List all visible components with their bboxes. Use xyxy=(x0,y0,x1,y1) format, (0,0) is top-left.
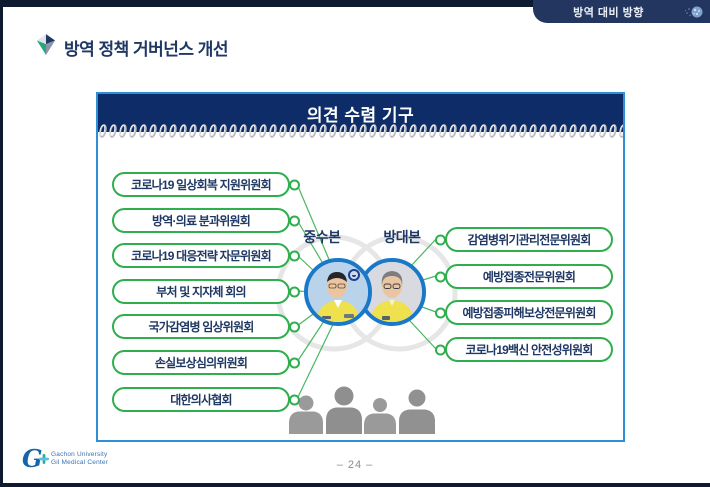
opinion-board: 의견 수렴 기구 코로나19 일상회복 지원위원회 방역·의료 분과위원회 코로… xyxy=(96,92,625,442)
committee-pill: 손실보상심의위원회 xyxy=(112,350,300,375)
committee-pill: 감염병위기관리전문위원회 xyxy=(435,227,613,252)
committee-pill: 예방접종전문위원회 xyxy=(435,264,613,289)
committee-pill: 국가감염병 임상위원회 xyxy=(112,314,300,339)
connector-dot xyxy=(435,344,446,355)
committee-label: 코로나19 대응전략 자문위원회 xyxy=(131,249,272,263)
frame-top-bar xyxy=(0,0,710,7)
committee-pill: 코로나19 대응전략 자문위원회 xyxy=(112,243,300,268)
frame-left-bar xyxy=(0,0,3,487)
connector-dot xyxy=(435,307,446,318)
page-title: 방역 정책 거버넌스 개선 xyxy=(64,40,229,59)
connector-dot xyxy=(289,321,300,332)
connector-dot xyxy=(289,394,300,405)
org-logo: G Gachon University Gil Medical Center xyxy=(22,446,108,472)
committee-pill: 부처 및 지자체 회의 xyxy=(112,279,300,304)
connector-dot xyxy=(289,215,300,226)
committee-pill: 예방접종피해보상전문위원회 xyxy=(435,300,613,325)
section-header-tab: 방역 대비 방향 xyxy=(533,0,710,23)
page-number: – 24 – xyxy=(336,459,374,471)
committee-label: 예방접종피해보상전문위원회 xyxy=(462,306,596,320)
connector-dot xyxy=(289,250,300,261)
logo-letter: G xyxy=(22,444,43,473)
audience-silhouettes xyxy=(286,384,439,439)
committee-pill: 방역·의료 분과위원회 xyxy=(112,208,300,233)
committee-label: 손실보상심의위원회 xyxy=(154,356,248,370)
committee-pill: 코로나19 일상회복 지원위원회 xyxy=(112,172,300,197)
logo-line2: Gil Medical Center xyxy=(51,459,109,466)
connector-dot xyxy=(289,357,300,368)
committee-label: 대한의사협회 xyxy=(170,393,232,407)
section-header-label: 방역 대비 방향 xyxy=(573,6,644,19)
committee-label: 코로나19 일상회복 지원위원회 xyxy=(131,178,272,192)
committee-label: 코로나19백신 안전성위원회 xyxy=(465,343,594,357)
official-photo-left xyxy=(304,258,372,326)
committee-pill: 대한의사협회 xyxy=(112,387,300,412)
center-label-jungsubon: 중수본 xyxy=(303,229,341,245)
connector-dot xyxy=(289,179,300,190)
committee-pill: 코로나19백신 안전성위원회 xyxy=(435,337,613,362)
connector-dot xyxy=(289,286,300,297)
committee-label: 감염병위기관리전문위원회 xyxy=(467,233,592,247)
committee-label: 부처 및 지자체 회의 xyxy=(156,285,246,299)
logo-g-mark: G xyxy=(22,444,49,473)
committee-label: 방역·의료 분과위원회 xyxy=(152,214,251,228)
board-title: 의견 수렴 기구 xyxy=(306,106,415,125)
center-label-bangdaebon: 방대본 xyxy=(383,229,421,245)
committee-label: 예방접종전문위원회 xyxy=(482,270,576,284)
logo-text: Gachon University Gil Medical Center xyxy=(51,451,108,467)
slide-title-row: 방역 정책 거버넌스 개선 xyxy=(36,33,229,62)
committee-label: 국가감염병 임상위원회 xyxy=(148,320,255,334)
logo-line1: Gachon University xyxy=(51,451,108,458)
spiral-binding xyxy=(98,123,623,139)
virus-icon xyxy=(684,3,704,26)
connector-dot xyxy=(435,271,446,282)
frame-bottom-bar xyxy=(0,483,710,487)
gem-icon xyxy=(36,33,56,62)
